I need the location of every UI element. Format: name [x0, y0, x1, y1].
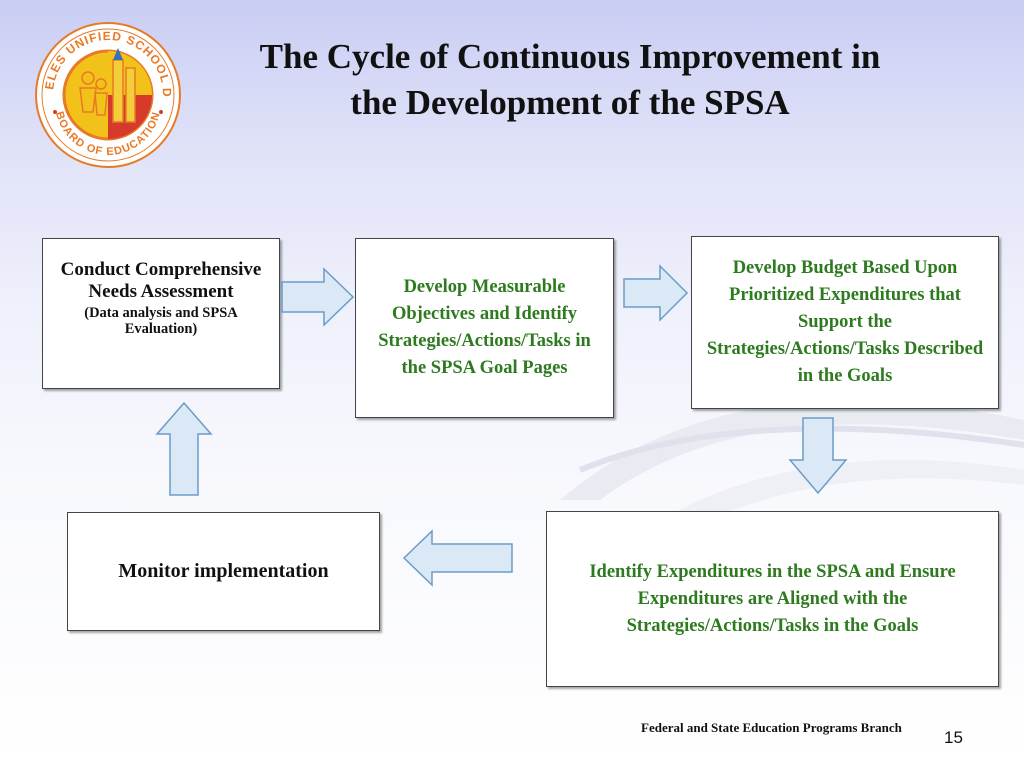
title-line-2: the Development of the SPSA [350, 83, 790, 122]
lausd-seal-logo: LOS ANGELES UNIFIED SCHOOL DISTRICT BOAR… [33, 20, 181, 168]
title-line-1: The Cycle of Continuous Improvement in [259, 37, 881, 76]
arrow-left-icon [402, 529, 513, 587]
step-monitor-implementation-label: Monitor implementation [118, 560, 329, 582]
step-measurable-objectives: Develop Measurable Objectives and Identi… [355, 238, 614, 418]
arrow-right-1-icon [281, 267, 355, 327]
arrow-up-icon [155, 401, 213, 496]
arrow-right-2-icon [623, 264, 689, 322]
step-needs-assessment-label: Conduct Comprehensive Needs Assessment [60, 259, 262, 302]
arrow-down-icon [788, 417, 848, 495]
step-identify-expenditures: Identify Expenditures in the SPSA and En… [546, 511, 999, 687]
page-title: The Cycle of Continuous Improvement in t… [190, 34, 950, 126]
page-number: 15 [944, 728, 963, 747]
step-identify-expenditures-label: Identify Expenditures in the SPSA and En… [589, 561, 956, 636]
step-develop-budget: Develop Budget Based Upon Prioritized Ex… [691, 236, 999, 409]
footer-branch: Federal and State Education Programs Bra… [641, 720, 902, 735]
step-monitor-implementation: Monitor implementation [67, 512, 380, 631]
step-needs-assessment: Conduct Comprehensive Needs Assessment (… [42, 238, 280, 389]
step-measurable-objectives-label: Develop Measurable Objectives and Identi… [378, 277, 591, 378]
step-needs-assessment-sublabel: (Data analysis and SPSA Evaluation) [84, 305, 238, 337]
step-develop-budget-label: Develop Budget Based Upon Prioritized Ex… [706, 258, 984, 386]
